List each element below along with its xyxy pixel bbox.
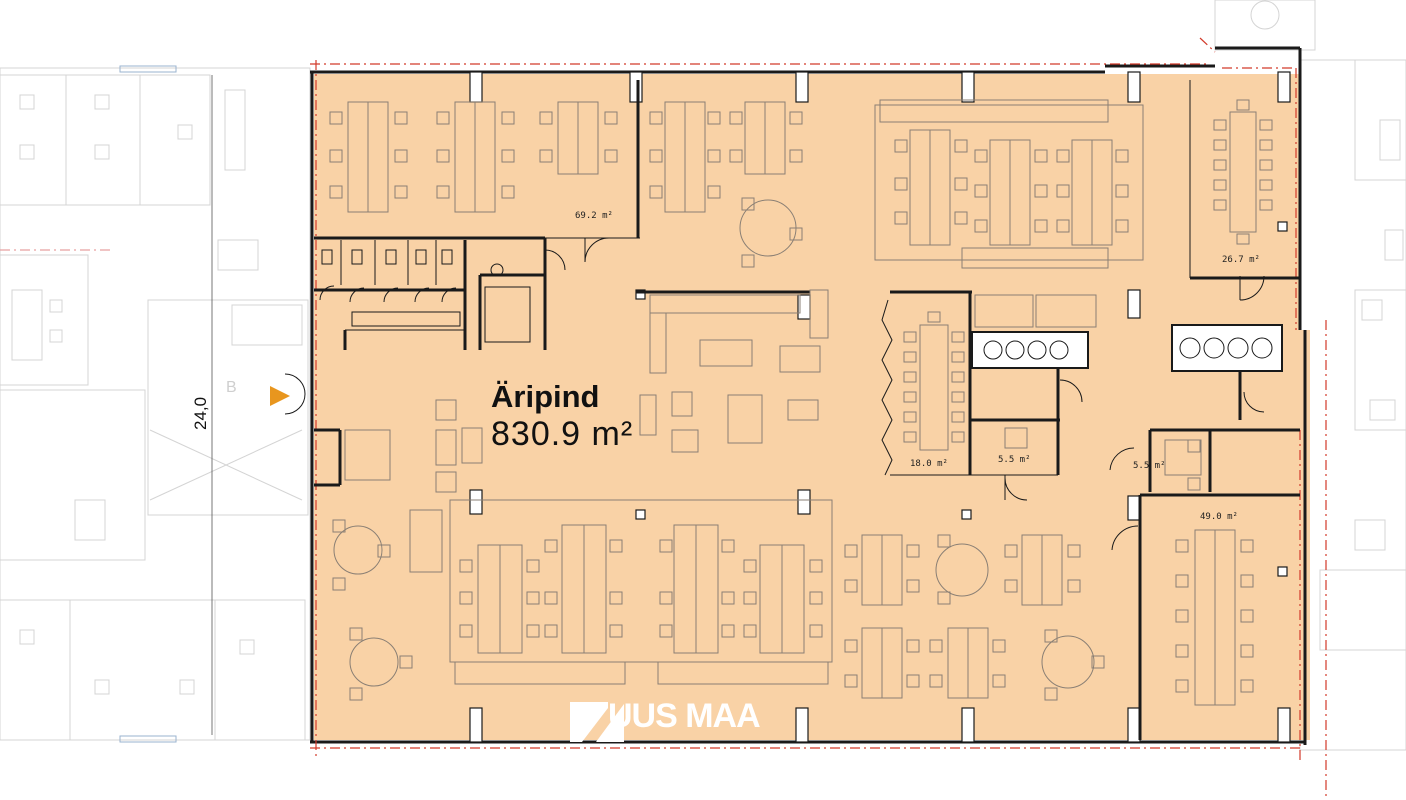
stair-dimension-label: 24,0 — [191, 397, 210, 430]
room-area-label: 69.2 m² — [575, 211, 613, 221]
logo-wordmark: UUS MAA — [608, 697, 761, 735]
room-area-label: 26.7 m² — [1222, 255, 1260, 265]
zigzag-partition — [881, 299, 893, 476]
room-area-label: 18.0 m² — [910, 459, 948, 469]
columns — [469, 71, 1291, 743]
doors — [284, 237, 1265, 551]
wc-fixtures — [321, 249, 531, 343]
furniture — [329, 99, 1273, 706]
room-area-label: 5.5 m² — [998, 455, 1031, 465]
neighbour-left — [0, 65, 311, 743]
logo-mark-slash-icon — [596, 704, 624, 742]
room-area-label: 5.5 m² — [1133, 461, 1166, 471]
room-area-label: 49.0 m² — [1200, 512, 1238, 522]
floor-area — [314, 74, 1310, 740]
ventilation-shafts — [971, 324, 1283, 372]
interior-walls — [314, 80, 1300, 740]
entrance-arrow-icon — [270, 386, 290, 406]
logo-mark-icon — [570, 702, 608, 742]
stair-letter: B — [226, 379, 237, 396]
